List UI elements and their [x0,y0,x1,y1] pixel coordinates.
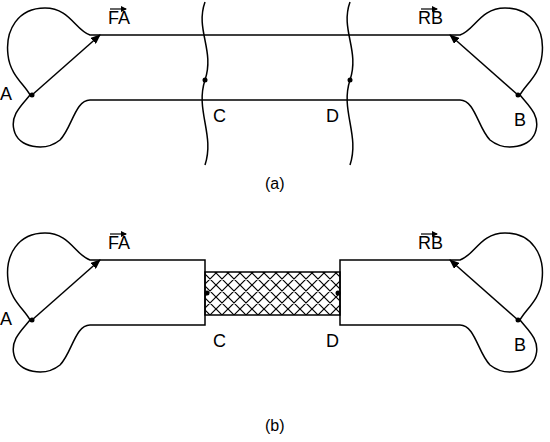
point-label: C [213,331,226,351]
point-label: B [514,110,526,130]
force-label: FA [108,8,130,28]
point-label: B [514,335,526,355]
force-label: RB [418,233,443,253]
point-label: A [0,309,12,329]
force-label: FA [108,233,130,253]
caption-label: (a) [265,174,285,194]
points [30,78,521,98]
intact-bone [8,2,543,165]
point-label: C [213,106,226,126]
force-label: RB [418,8,443,28]
point-label: D [326,106,339,126]
point-label: D [326,331,339,351]
point-label: A [0,84,12,104]
caption-label: (b) [265,416,285,436]
implanted-bone [8,233,543,372]
